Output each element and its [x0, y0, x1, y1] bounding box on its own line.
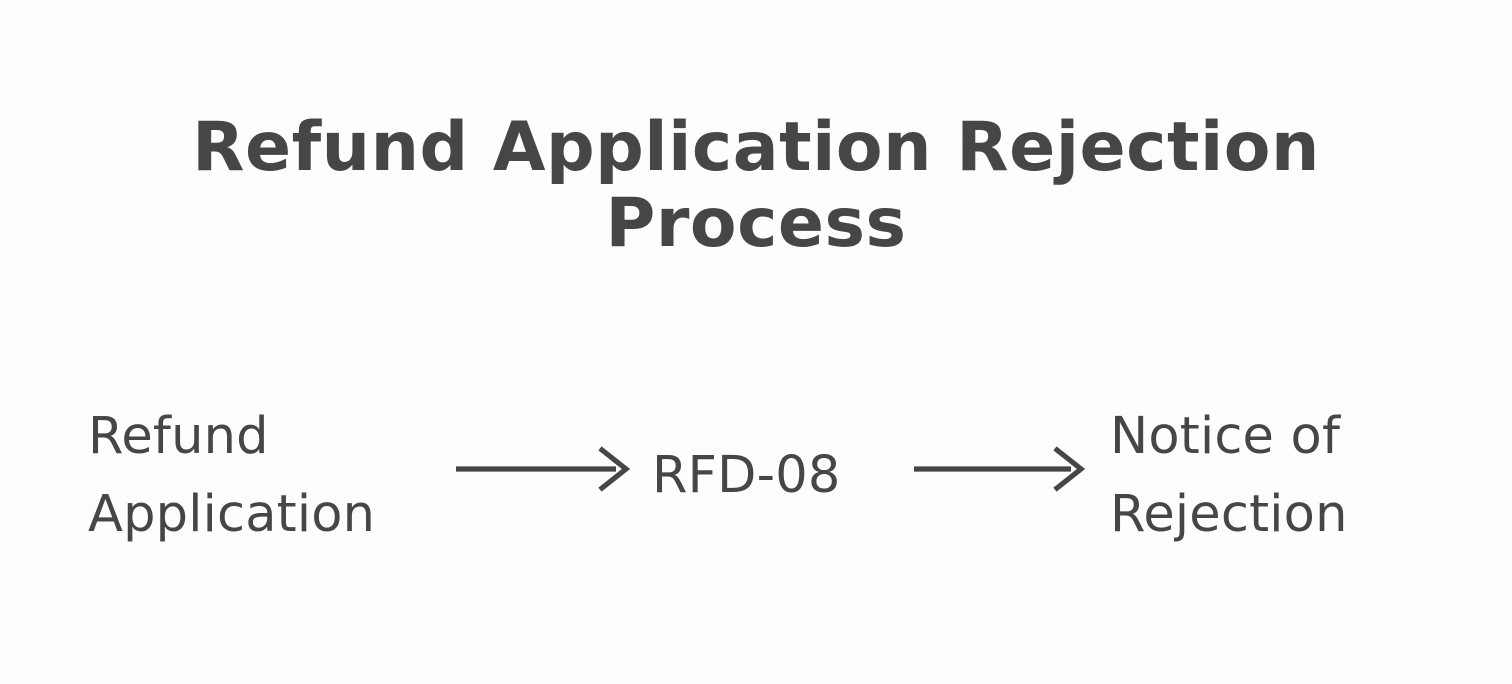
page-title: Refund Application Rejection Process: [192, 108, 1320, 264]
flow-arrow-refund-application-to-rfd-08: [450, 392, 640, 552]
flow-node-refund-application[interactable]: Refund Application: [88, 407, 376, 544]
arrow-right-icon: [914, 446, 1086, 492]
flowchart-row: Refund Application RFD-08 Notice of Reje…: [0, 392, 1512, 552]
flow-node-notice-of-rejection[interactable]: Notice of Rejection: [1110, 407, 1348, 544]
arrow-right-icon: [456, 446, 631, 492]
flow-node-rfd-08[interactable]: RFD-08: [652, 446, 841, 505]
flow-arrow-rfd-08-to-notice-of-rejection: [908, 392, 1098, 552]
